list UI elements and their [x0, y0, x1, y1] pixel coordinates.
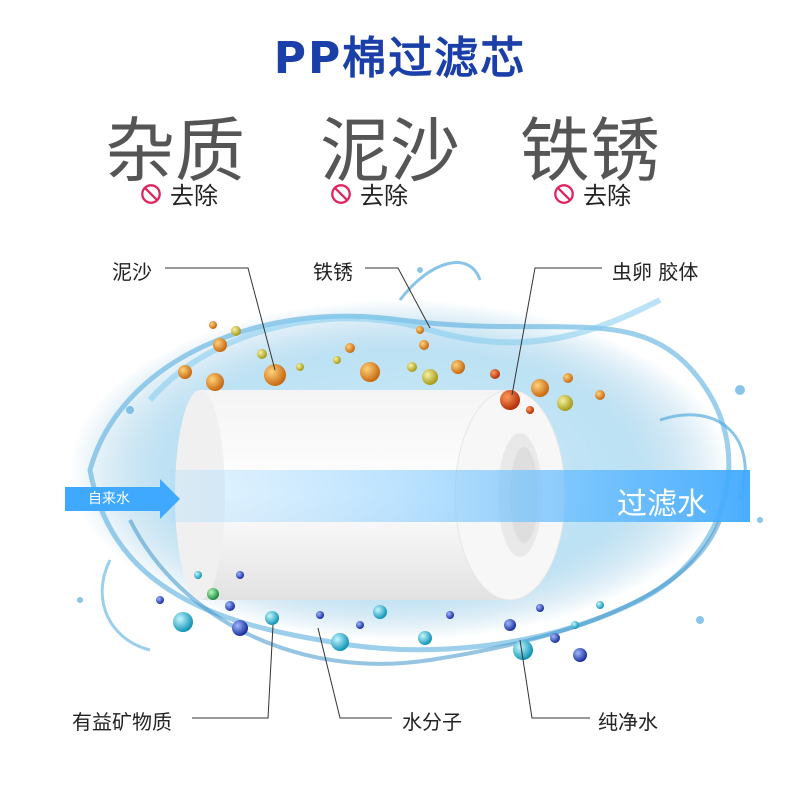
filtered-water-beam — [170, 470, 750, 522]
label-sand: 泥沙 — [112, 260, 152, 284]
label-water-molecule: 水分子 — [402, 710, 462, 734]
impurity-word: 杂质 — [105, 110, 245, 192]
sand-word: 泥沙 — [320, 110, 460, 192]
remove-impurity: 去除 — [140, 176, 218, 211]
label-rust: 铁锈 — [313, 260, 353, 284]
label-pure-water: 纯净水 — [598, 710, 658, 734]
no-entry-icon — [141, 183, 161, 204]
rust-word: 铁锈 — [520, 110, 660, 192]
label-eggs-colloid: 虫卵 胶体 — [612, 260, 699, 284]
remove-label: 去除 — [583, 182, 631, 210]
inlet-label: 自来水 — [88, 491, 130, 507]
label-minerals: 有益矿物质 — [72, 710, 172, 734]
remove-sand: 去除 — [330, 176, 408, 211]
no-entry-icon — [554, 183, 574, 204]
impurity-particles — [178, 321, 605, 414]
no-entry-icon — [331, 183, 351, 204]
outlet-label: 过滤水 — [617, 487, 707, 522]
mineral-particles — [156, 571, 604, 662]
page-title: PP棉过滤芯 — [273, 33, 527, 84]
remove-label: 去除 — [360, 182, 408, 210]
leader-lines — [165, 267, 602, 719]
remove-label: 去除 — [170, 182, 218, 210]
inlet-arrow — [65, 479, 180, 519]
remove-rust: 去除 — [553, 176, 631, 211]
